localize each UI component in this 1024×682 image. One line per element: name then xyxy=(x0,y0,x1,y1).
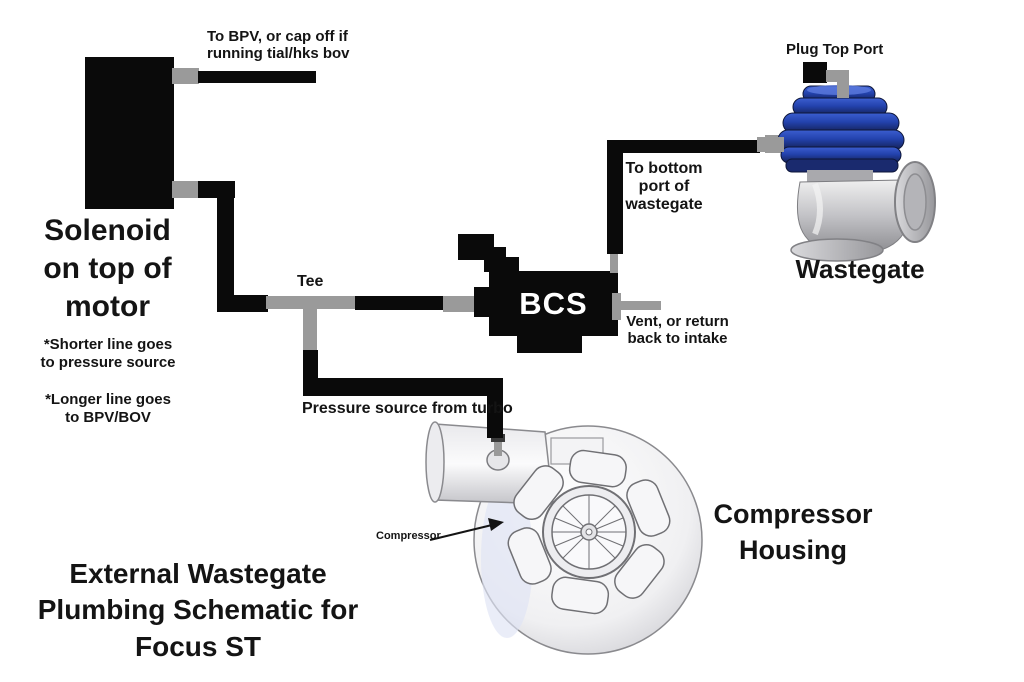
pressure-note: Pressure source from turbo xyxy=(302,400,513,417)
hose-pressure-down xyxy=(487,378,503,438)
hose-solenoid-down xyxy=(217,181,234,312)
solenoid-top-fitting xyxy=(172,68,199,84)
bpv-note: To BPV, or cap off if running tial/hks b… xyxy=(207,28,350,63)
tee-horizontal xyxy=(266,296,356,309)
note-shorter: *Shorter line goes to pressure source xyxy=(40,336,176,371)
wastegate-bottom-flange xyxy=(790,238,884,262)
plug-cap xyxy=(803,62,827,83)
to-bottom-port-note: To bottom port of wastegate xyxy=(625,160,703,213)
bcs-vent-fitting xyxy=(612,293,621,320)
note-longer: *Longer line goes to BPV/BOV xyxy=(45,391,171,426)
hose-pressure-horizontal xyxy=(303,378,503,396)
vent-note: Vent, or return back to intake xyxy=(626,313,729,348)
bcs-body xyxy=(489,271,618,336)
bcs-bottom-tab xyxy=(517,336,582,353)
inlet-pipe xyxy=(425,421,554,505)
bcs-upper-fitting xyxy=(610,252,618,273)
volute-tint xyxy=(481,478,533,638)
hose-bcs-up xyxy=(607,140,623,254)
compressor-housing-label: Compressor Housing xyxy=(713,499,873,566)
compressor-housing-image xyxy=(425,421,703,655)
compressor-arrow xyxy=(429,518,504,541)
solenoid-label: Solenoid on top of motor xyxy=(43,214,172,324)
wastegate-cap xyxy=(777,85,905,173)
tee-label: Tee xyxy=(297,273,324,290)
plug-top-port-label: Plug Top Port xyxy=(786,41,884,58)
impeller xyxy=(542,485,636,579)
solenoid-box xyxy=(85,57,174,209)
hose-to-wastegate xyxy=(607,140,760,153)
hose-to-bcs xyxy=(355,296,444,310)
compressor-callout-label: Compressor xyxy=(376,530,441,542)
impeller-fins xyxy=(507,449,671,615)
bcs-left-bump xyxy=(474,287,490,317)
hose-to-bpv xyxy=(198,71,316,83)
hose-solenoid-foot xyxy=(217,295,268,312)
diagram-title: External Wastegate Plumbing Schematic fo… xyxy=(37,558,359,662)
pressure-nipple xyxy=(494,440,502,456)
bcs-left-fitting xyxy=(443,296,476,312)
plug-elbow-v xyxy=(837,70,849,98)
wastegate-port-fitting xyxy=(757,137,784,152)
bcs-label: BCS xyxy=(519,285,588,321)
bcs-neck-b xyxy=(495,257,519,275)
vent-rod xyxy=(620,301,661,310)
wastegate-label: Wastegate xyxy=(795,254,925,284)
tee-vertical xyxy=(303,308,317,352)
solenoid-bottom-fitting xyxy=(172,181,199,198)
wastegate-body xyxy=(790,161,936,262)
wastegate-image xyxy=(765,85,936,262)
